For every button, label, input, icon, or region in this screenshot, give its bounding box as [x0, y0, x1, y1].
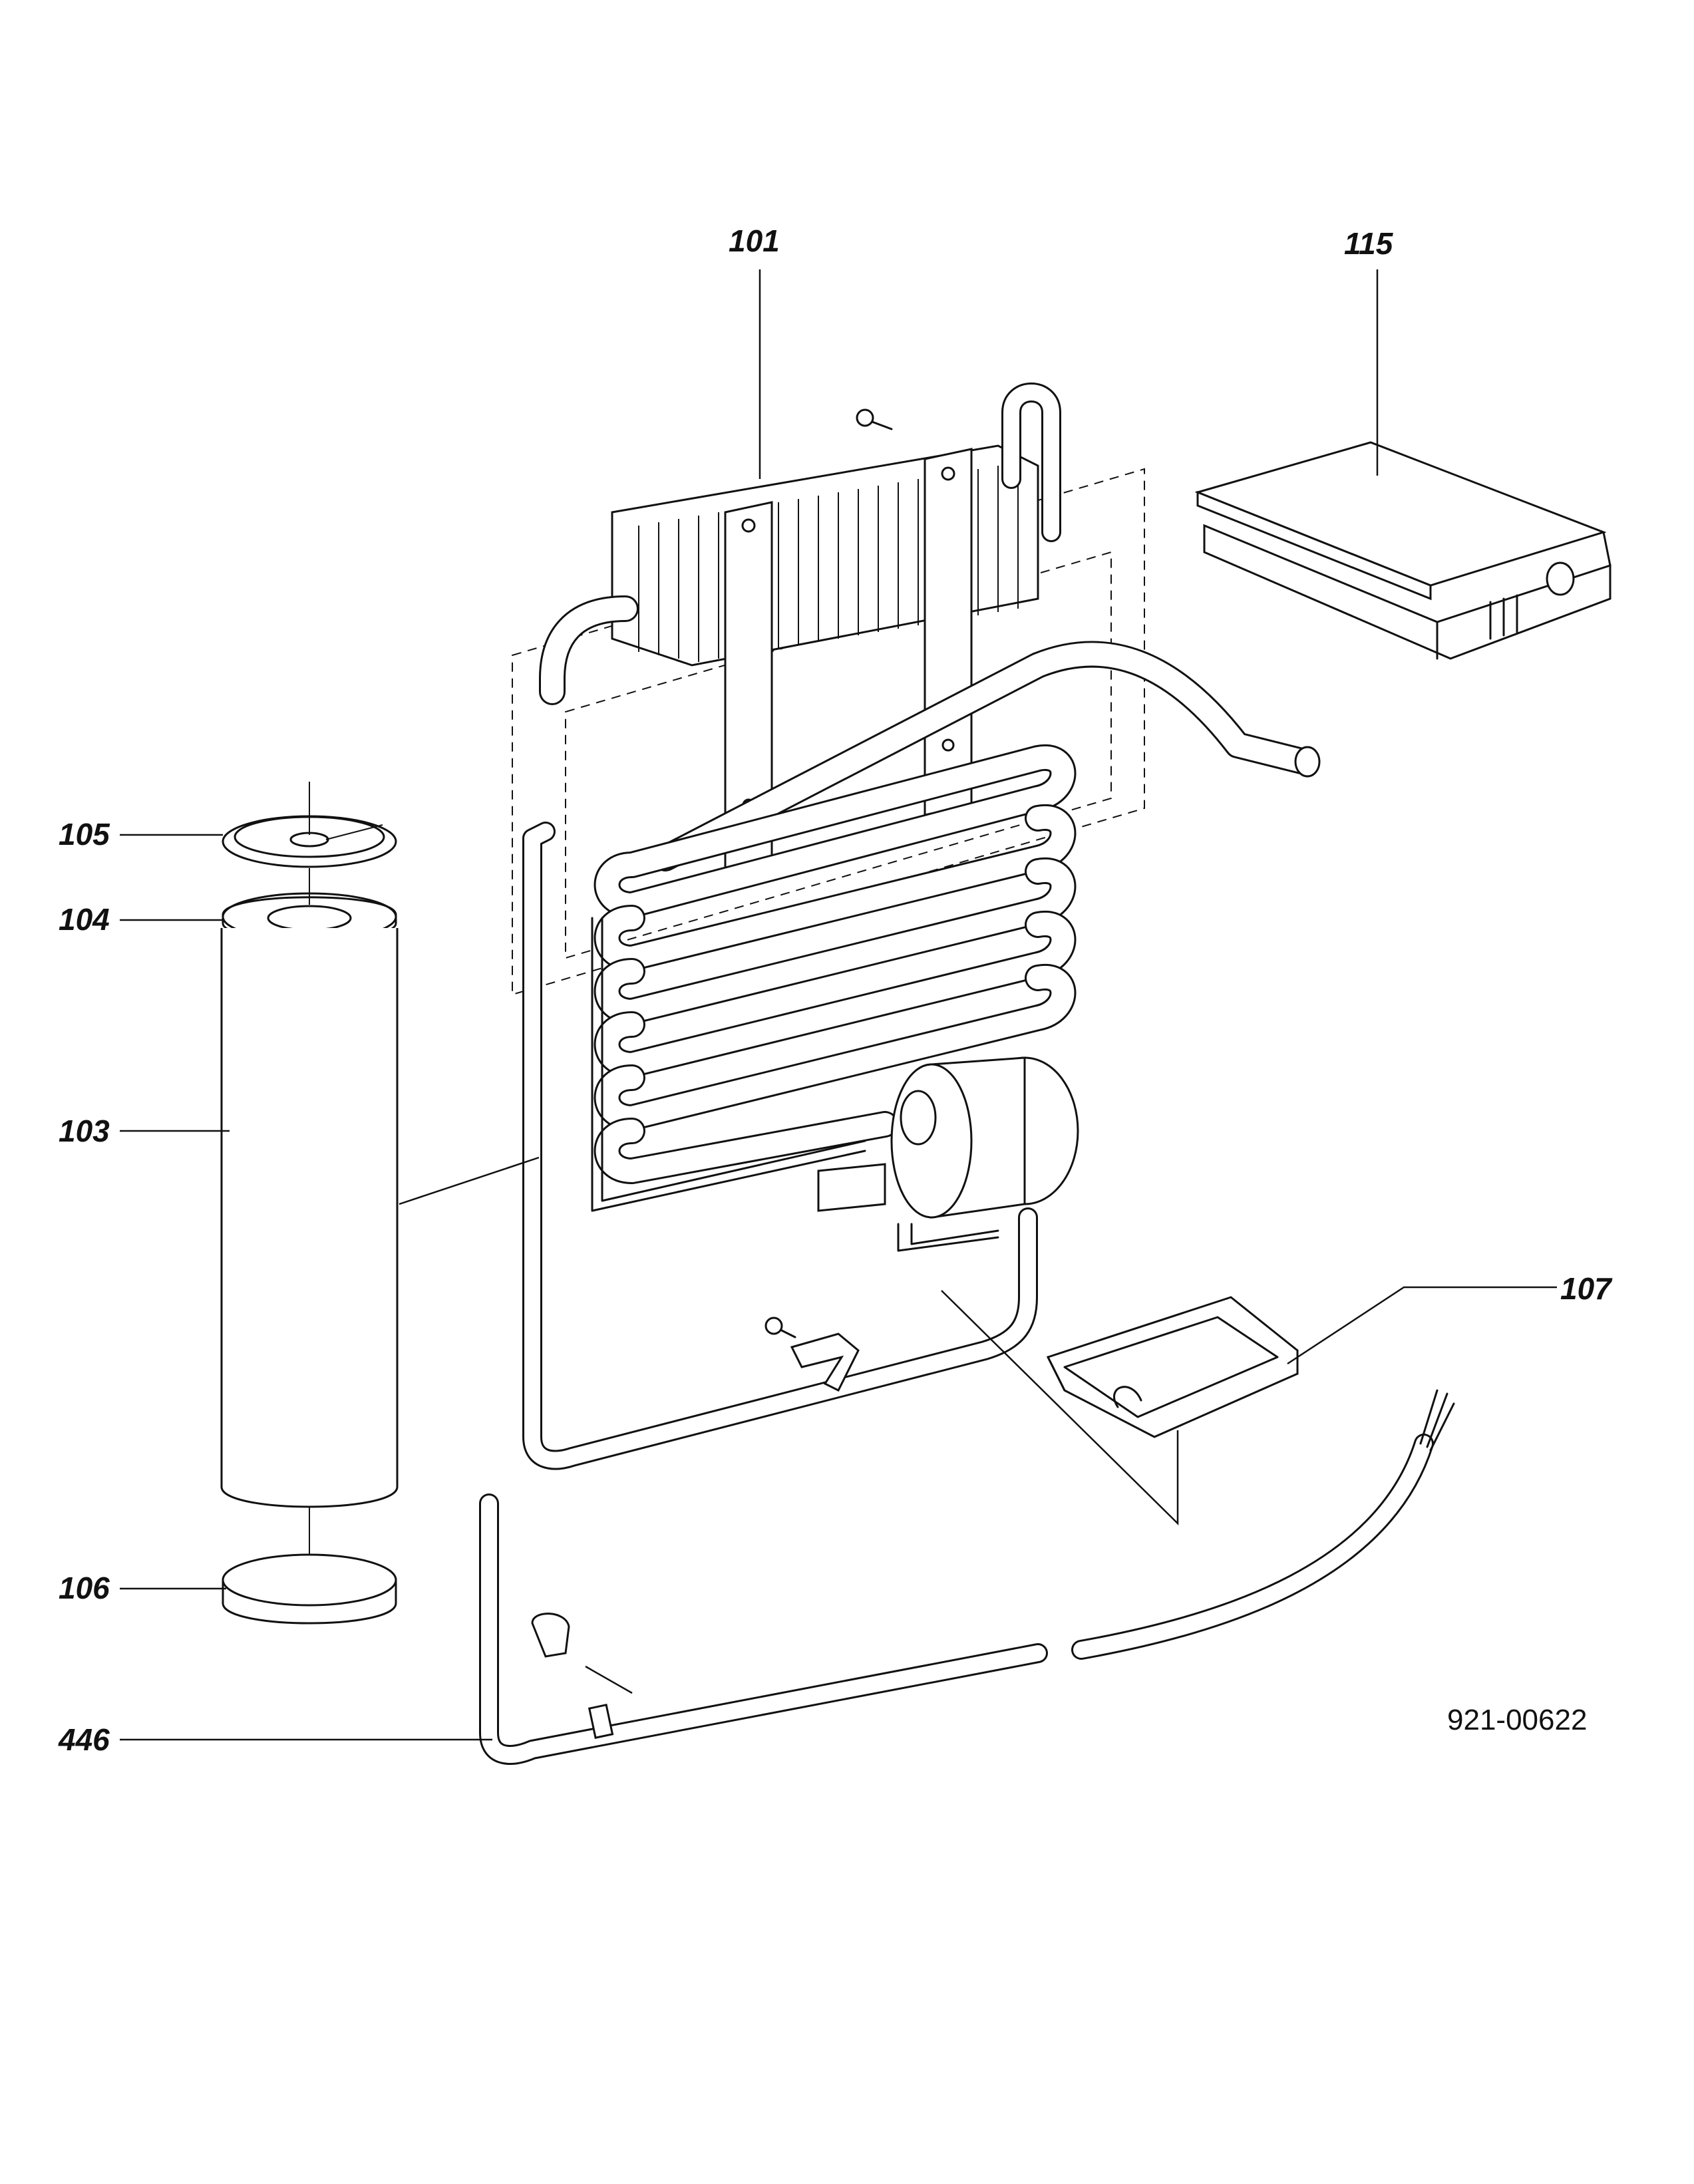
- callout-101: 101: [729, 224, 780, 258]
- insulation-cylinder: [220, 782, 399, 1625]
- callout-106: 106: [59, 1571, 110, 1605]
- callout-104: 104: [59, 902, 110, 937]
- drain-hose: [479, 1389, 1455, 1765]
- cover-rail: [1194, 441, 1611, 660]
- callout-446: 446: [58, 1722, 110, 1757]
- callout-115: 115: [1344, 226, 1394, 261]
- callout-107: 107: [1560, 1271, 1613, 1306]
- leader-lines: [120, 269, 1557, 1741]
- callout-103: 103: [59, 1114, 110, 1148]
- callout-105: 105: [59, 817, 110, 852]
- drip-tray: [1046, 1296, 1299, 1438]
- cooling-unit-assembly: [512, 383, 1321, 1470]
- drawing-number: 921-00622: [1447, 1704, 1587, 1736]
- callout-labels: 101 115 105 104 103 107 106 446 921-0062…: [58, 224, 1613, 1757]
